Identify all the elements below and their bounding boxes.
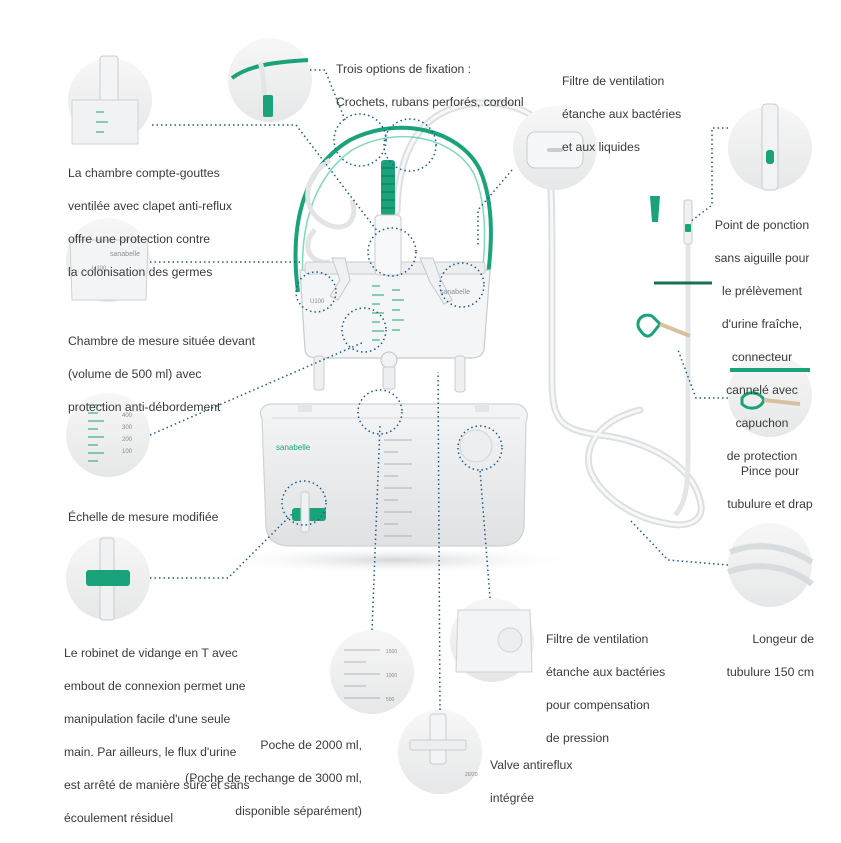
bag-scale-1000: 1000 [386, 673, 397, 679]
label-chambre-compte-line4: la colonisation des germes [68, 264, 213, 279]
label-chambre-compte: La chambre compte-gouttes ventilée avec … [68, 148, 232, 297]
label-valve-line1: Valve antireflux [490, 757, 573, 772]
label-filtre-bas-line4: de pression [546, 730, 610, 745]
label-longueur-line1: Longeur de [752, 631, 814, 646]
label-filtre-bas: Filtre de ventilation étanche aux bactér… [546, 614, 665, 763]
hanger-strap [293, 125, 493, 293]
scale-200: 200 [122, 437, 133, 443]
connector-lines [149, 69, 729, 711]
bag-scale-500: 500 [386, 697, 395, 703]
product-diagram: sanabelle U100 sanabelle [66, 38, 814, 794]
label-valve: Valve antireflux intégrée [490, 740, 572, 823]
label-filtre-bas-line1: Filtre de ventilation [546, 631, 649, 646]
label-robinet: Le robinet de vidange en T avec embout d… [64, 628, 250, 843]
label-chambre-compte-line1: La chambre compte-gouttes [68, 165, 220, 180]
main-product: sanabelle U100 sanabelle [259, 99, 712, 547]
label-ponction: Point de ponction sans aiguille pour le … [702, 200, 822, 481]
collection-bag: sanabelle [259, 403, 528, 547]
detail-code: U100 [92, 266, 107, 272]
label-filtre-bas-line3: pour compensation [546, 697, 650, 712]
label-chambre-mesure: Chambre de mesure située devant (volume … [68, 316, 255, 432]
detail-circle-clamp [728, 353, 812, 437]
detail-brand: sanabelle [110, 251, 140, 258]
detail-circle-scale: 400 300 200 100 [66, 393, 150, 477]
label-poche: Poche de 2000 ml, (Poche de rechange de … [160, 720, 362, 836]
label-filtre-bas-line2: étanche aux bactéries [546, 664, 666, 679]
label-ponction-line4: d'urine fraîche, [721, 316, 803, 331]
label-poche-line3: disponible séparément) [235, 803, 362, 818]
label-filtre-top-line2: étanche aux bactéries [562, 106, 682, 121]
chamber-code: U100 [310, 299, 325, 305]
label-filtre-top-line1: Filtre de ventilation [562, 73, 665, 88]
detail-circle-bag: 1500 1000 500 [330, 630, 414, 714]
sampling-tube [673, 230, 691, 517]
scale-100: 100 [122, 449, 133, 455]
label-chambre-compte-line2: ventilée avec clapet anti-reflux [68, 198, 232, 213]
detail-circle-drain-valve [66, 536, 150, 621]
label-chambre-mesure-line1: Chambre de mesure située devant [68, 333, 255, 348]
label-robinet-line4: main. Par ailleurs, le flux d'urine [64, 744, 237, 759]
label-robinet-line2: embout de connexion permet une [64, 678, 246, 693]
detail-circle-valve: 20/20 [398, 710, 482, 794]
detail-circle-fixation [228, 38, 312, 122]
label-poche-line2: (Poche de rechange de 3000 ml, [185, 770, 362, 785]
label-echelle-line1: Échelle de mesure modifiée [68, 509, 219, 524]
label-valve-line2: intégrée [490, 790, 535, 805]
label-ponction-line6: cannelé avec [726, 382, 798, 397]
label-pince-line2: tubulure et drap [727, 496, 813, 511]
label-ponction-line5: connecteur [731, 349, 793, 364]
label-fixation-line1: Trois options de fixation : [336, 61, 472, 76]
label-chambre-mesure-line3: protection anti-débordement [68, 399, 221, 414]
label-longueur: Longeur de tubulure 150 cm [700, 614, 814, 697]
label-chambre-mesure-line2: (volume de 500 ml) avec [68, 366, 202, 381]
sampling-port [650, 196, 693, 245]
detail-circle-bag-filter [450, 598, 534, 682]
detail-circle-tubing [726, 523, 814, 607]
drip-chamber [374, 214, 402, 276]
label-filtre-top: Filtre de ventilation étanche aux bactér… [562, 56, 681, 172]
bag-brand: sanabelle [276, 443, 311, 452]
tube-clamp [636, 281, 712, 338]
label-fixation: Trois options de fixation : Crochets, ru… [336, 44, 524, 127]
scale-400: 400 [122, 413, 133, 419]
label-robinet-line1: Le robinet de vidange en T avec [64, 645, 238, 660]
valve-code: 20/20 [465, 772, 478, 778]
label-pince-line1: Pince pour [740, 463, 800, 478]
label-filtre-top-line3: et aux liquides [562, 139, 640, 154]
label-ponction-line8: de protection [726, 448, 798, 463]
label-ponction-line7: capuchon [735, 415, 789, 430]
label-robinet-line3: manipulation facile d'une seule [64, 711, 231, 726]
measuring-chamber: sanabelle U100 [299, 214, 491, 393]
chamber-brand: sanabelle [440, 289, 470, 296]
scale-300: 300 [122, 425, 133, 431]
detail-circle-sampling [728, 103, 812, 191]
detail-circle-measuring: sanabelle U100 [66, 218, 150, 302]
label-ponction-line1: Point de ponction [714, 217, 810, 232]
label-fixation-line2: Crochets, rubans perforés, cordonl [336, 94, 524, 109]
label-echelle: Échelle de mesure modifiée [68, 492, 218, 542]
label-robinet-line5: est arrêté de manière sûre et sans [64, 777, 250, 792]
label-pince: Pince pour tubulure et drap [718, 446, 822, 529]
label-ponction-line3: le prélèvement [722, 283, 802, 298]
corrugated-connector [381, 160, 395, 216]
label-longueur-line2: tubulure 150 cm [726, 664, 814, 679]
floor-shadow [205, 546, 585, 574]
detail-circle-drip-chamber [68, 55, 152, 145]
bag-scale-1500: 1500 [386, 649, 397, 655]
label-ponction-line2: sans aiguille pour [714, 250, 810, 265]
detail-circle-filter [513, 106, 597, 190]
label-chambre-compte-line3: offre une protection contre [68, 231, 211, 246]
label-poche-line1: Poche de 2000 ml, [260, 737, 362, 752]
